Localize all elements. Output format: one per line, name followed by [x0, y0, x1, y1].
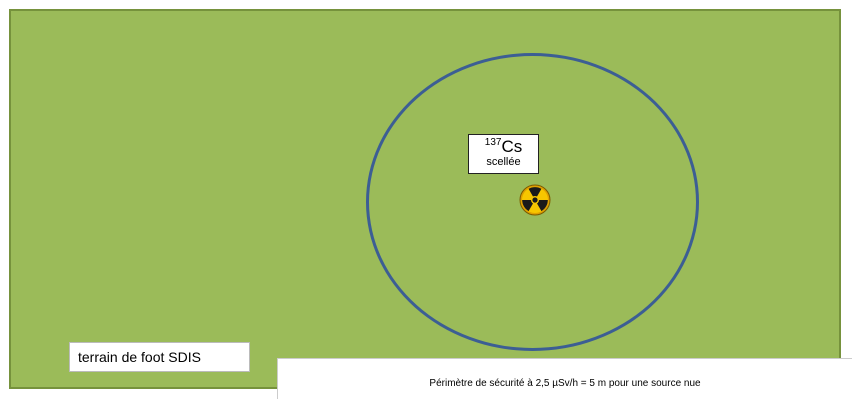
- caption-box: Périmètre de sécurité à 2,5 µSv/h = 5 m …: [277, 358, 852, 399]
- isotope-name: 137Cs: [469, 137, 538, 156]
- safety-perimeter-caption: Périmètre de sécurité à 2,5 µSv/h = 5 m …: [429, 378, 701, 389]
- source-label: 137Cs scellée: [468, 134, 539, 174]
- safety-perimeter-circle: [366, 53, 699, 351]
- isotope-mass-number: 137: [484, 137, 502, 148]
- source-state: scellée: [486, 156, 521, 168]
- football-field: 137Cs scellée: [9, 9, 841, 389]
- isotope-element: Cs: [501, 137, 523, 156]
- radiation-trefoil-icon: [519, 184, 551, 216]
- field-name-label: terrain de foot SDIS: [69, 342, 250, 372]
